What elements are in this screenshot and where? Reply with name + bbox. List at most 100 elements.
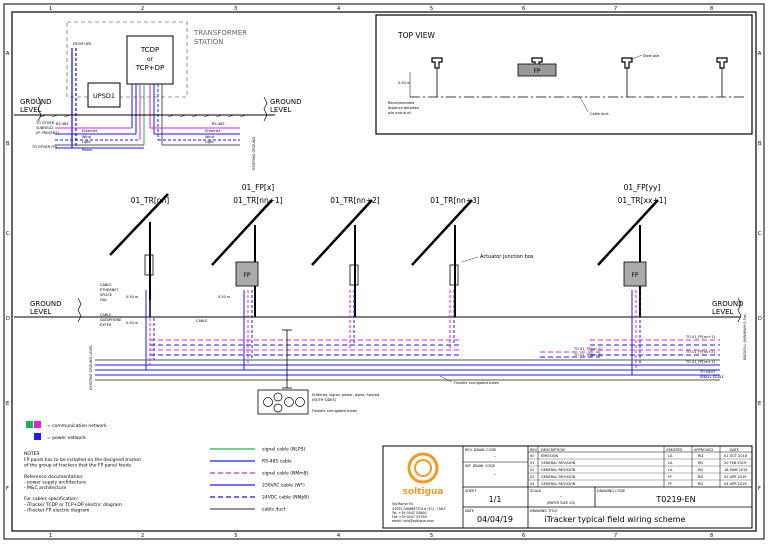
leader-line [629,54,643,61]
field-label: SCALE [530,489,541,493]
to-label: TO 01_TR[nn-1] [573,347,602,351]
upsd-box [87,82,121,108]
rev-cell: 02 [530,468,534,472]
ground-hatch [39,114,247,118]
to-other-subfield: (IF PRESENT) [36,131,59,135]
to-label: TO 01_FP[nn+1] [685,360,715,364]
steel-pile-label: Steel pile [643,54,659,58]
solar-panel [597,199,659,266]
rev-cell: 18 MAR 2019 [724,468,747,472]
cable-tag: Wind [82,135,91,139]
cable-tag: Light [205,140,214,144]
transformer-title-2: STATION [194,38,224,46]
legend-item-label: 24VDC cable (NMpB) [262,495,309,501]
cable-bundle [95,290,720,381]
tracker-cable-labels: 0.50 m 0.50 m 0.50 m CABLE ETHERNET SPLI… [100,283,231,327]
row-label: D [6,316,10,322]
legend-comm-label: = communication network [47,423,107,429]
tracker-unit: Actuator junction box [411,199,534,317]
tracker-unit: FP [597,199,659,317]
notes-line: FP panel has to be installed on the desi… [24,457,141,463]
legend-item-label: 230VAC cable (W*) [262,483,305,489]
sun-logo-icon [414,459,432,477]
field-value: - [494,454,496,460]
col-label: 6 [522,6,525,12]
cable-note: CABLE [196,319,207,323]
rev-cell: GENERAL REVISION [541,475,576,479]
outer-frame [3,3,765,540]
title-fields: REV. DRAW. CODE - INT. DRAW. CODE - SHEE… [465,448,696,524]
field-label: DRAWING CODE [597,489,625,493]
cable-tag: Ethernet [82,129,98,133]
tube-icon [263,397,273,407]
to-other-fps: TO OTHER FPs [31,145,57,149]
cable-note: EXTER [100,323,112,327]
col-label: 7 [614,6,617,12]
top-view-note: distance between [388,106,419,110]
fp-box [235,261,259,287]
col-label: 8 [710,533,713,539]
ground-label-2: LEVEL [30,308,52,316]
rev-cell: RD [698,461,703,465]
upsd-label: UPSD1 [93,92,115,100]
cable-note: FAIL [100,298,107,302]
row-label: C [6,231,10,237]
notes-block: NOTES FP panel has to be installed on th… [24,451,141,513]
rev-cell: GENERAL REVISION [541,482,576,486]
col-label: 1 [49,533,52,539]
vertical-note: EXISTING GROUND LEVEL [89,345,93,390]
rev-headers: REV DESCRIPTION CREATED APPROVED DATE [530,448,739,452]
from-ups-label: FROM UPS [73,42,92,46]
ground-label-2: LEVEL [712,308,734,316]
col-label: 4 [337,6,340,12]
cable-tag: Light [82,140,91,144]
rev-cell: FF [668,482,672,486]
cable-tag: Wind [205,135,214,139]
cable-tag: RS-485 [56,122,69,126]
rev-cell: 01 [530,461,534,465]
cable-tag: Power [82,148,93,152]
field-label: DATE [465,509,474,513]
brand-name: soltigua [403,487,444,497]
tracker-label: 01_TR[nn+2] [330,196,380,205]
tube-icon [273,392,283,402]
to-other-subfield: TO OTHER [35,121,55,125]
solar-panel [109,193,169,256]
field-label: SHEET [465,489,477,493]
solar-panel [411,199,473,266]
notes-title: NOTES [24,451,40,457]
col-label: 5 [430,6,433,12]
to-label: SMALL SCALE [700,375,724,379]
col-label: 2 [141,6,144,12]
tracker-unit [311,199,373,317]
tracker-unit: FP [211,199,273,317]
legend-item-label: RS-485 cable [262,459,292,465]
row-label: A [758,51,762,57]
col-label: 7 [614,533,617,539]
rev-header: CREATED [666,448,683,452]
notes-line: - iTracker TCDP or TCP+DP electric diagr… [24,502,122,508]
tracker-label: 01_TR[xx+1] [618,196,667,205]
rev-cell: 01 OCT 2018 [724,454,747,458]
address-line: 47035 GAMBETTOLA (FC) - ITALY [392,507,447,511]
rev-cell: RD [698,482,703,486]
border-row-labels: A B C D E F A B C D E F [6,51,762,492]
rev-header: DATE [730,448,739,452]
tcdp-alt: TCP+DP [135,64,164,72]
address-line: Tel. +39 0547 53800 [391,511,426,515]
junction-title: (BOTH SIDES) [312,398,337,402]
rev-cell: 20 FEB 2019 [724,461,746,465]
row-label: E [6,401,9,407]
top-view-piles [431,57,728,97]
title-block: REV DESCRIPTION CREATED APPROVED DATE 00… [382,445,753,529]
address-block: Via Roma 94 47035 GAMBETTOLA (FC) - ITAL… [391,502,447,523]
col-label: 1 [49,6,52,12]
border-col-labels: 1 2 3 4 5 6 7 8 1 2 3 4 5 6 7 8 [49,6,713,539]
field-label: DRAWING TITLE [530,509,558,513]
to-label: TO NEXT [699,370,716,374]
leader-line [579,96,589,113]
rev-cell: RD [698,454,703,458]
transformer-boundary [66,21,188,98]
